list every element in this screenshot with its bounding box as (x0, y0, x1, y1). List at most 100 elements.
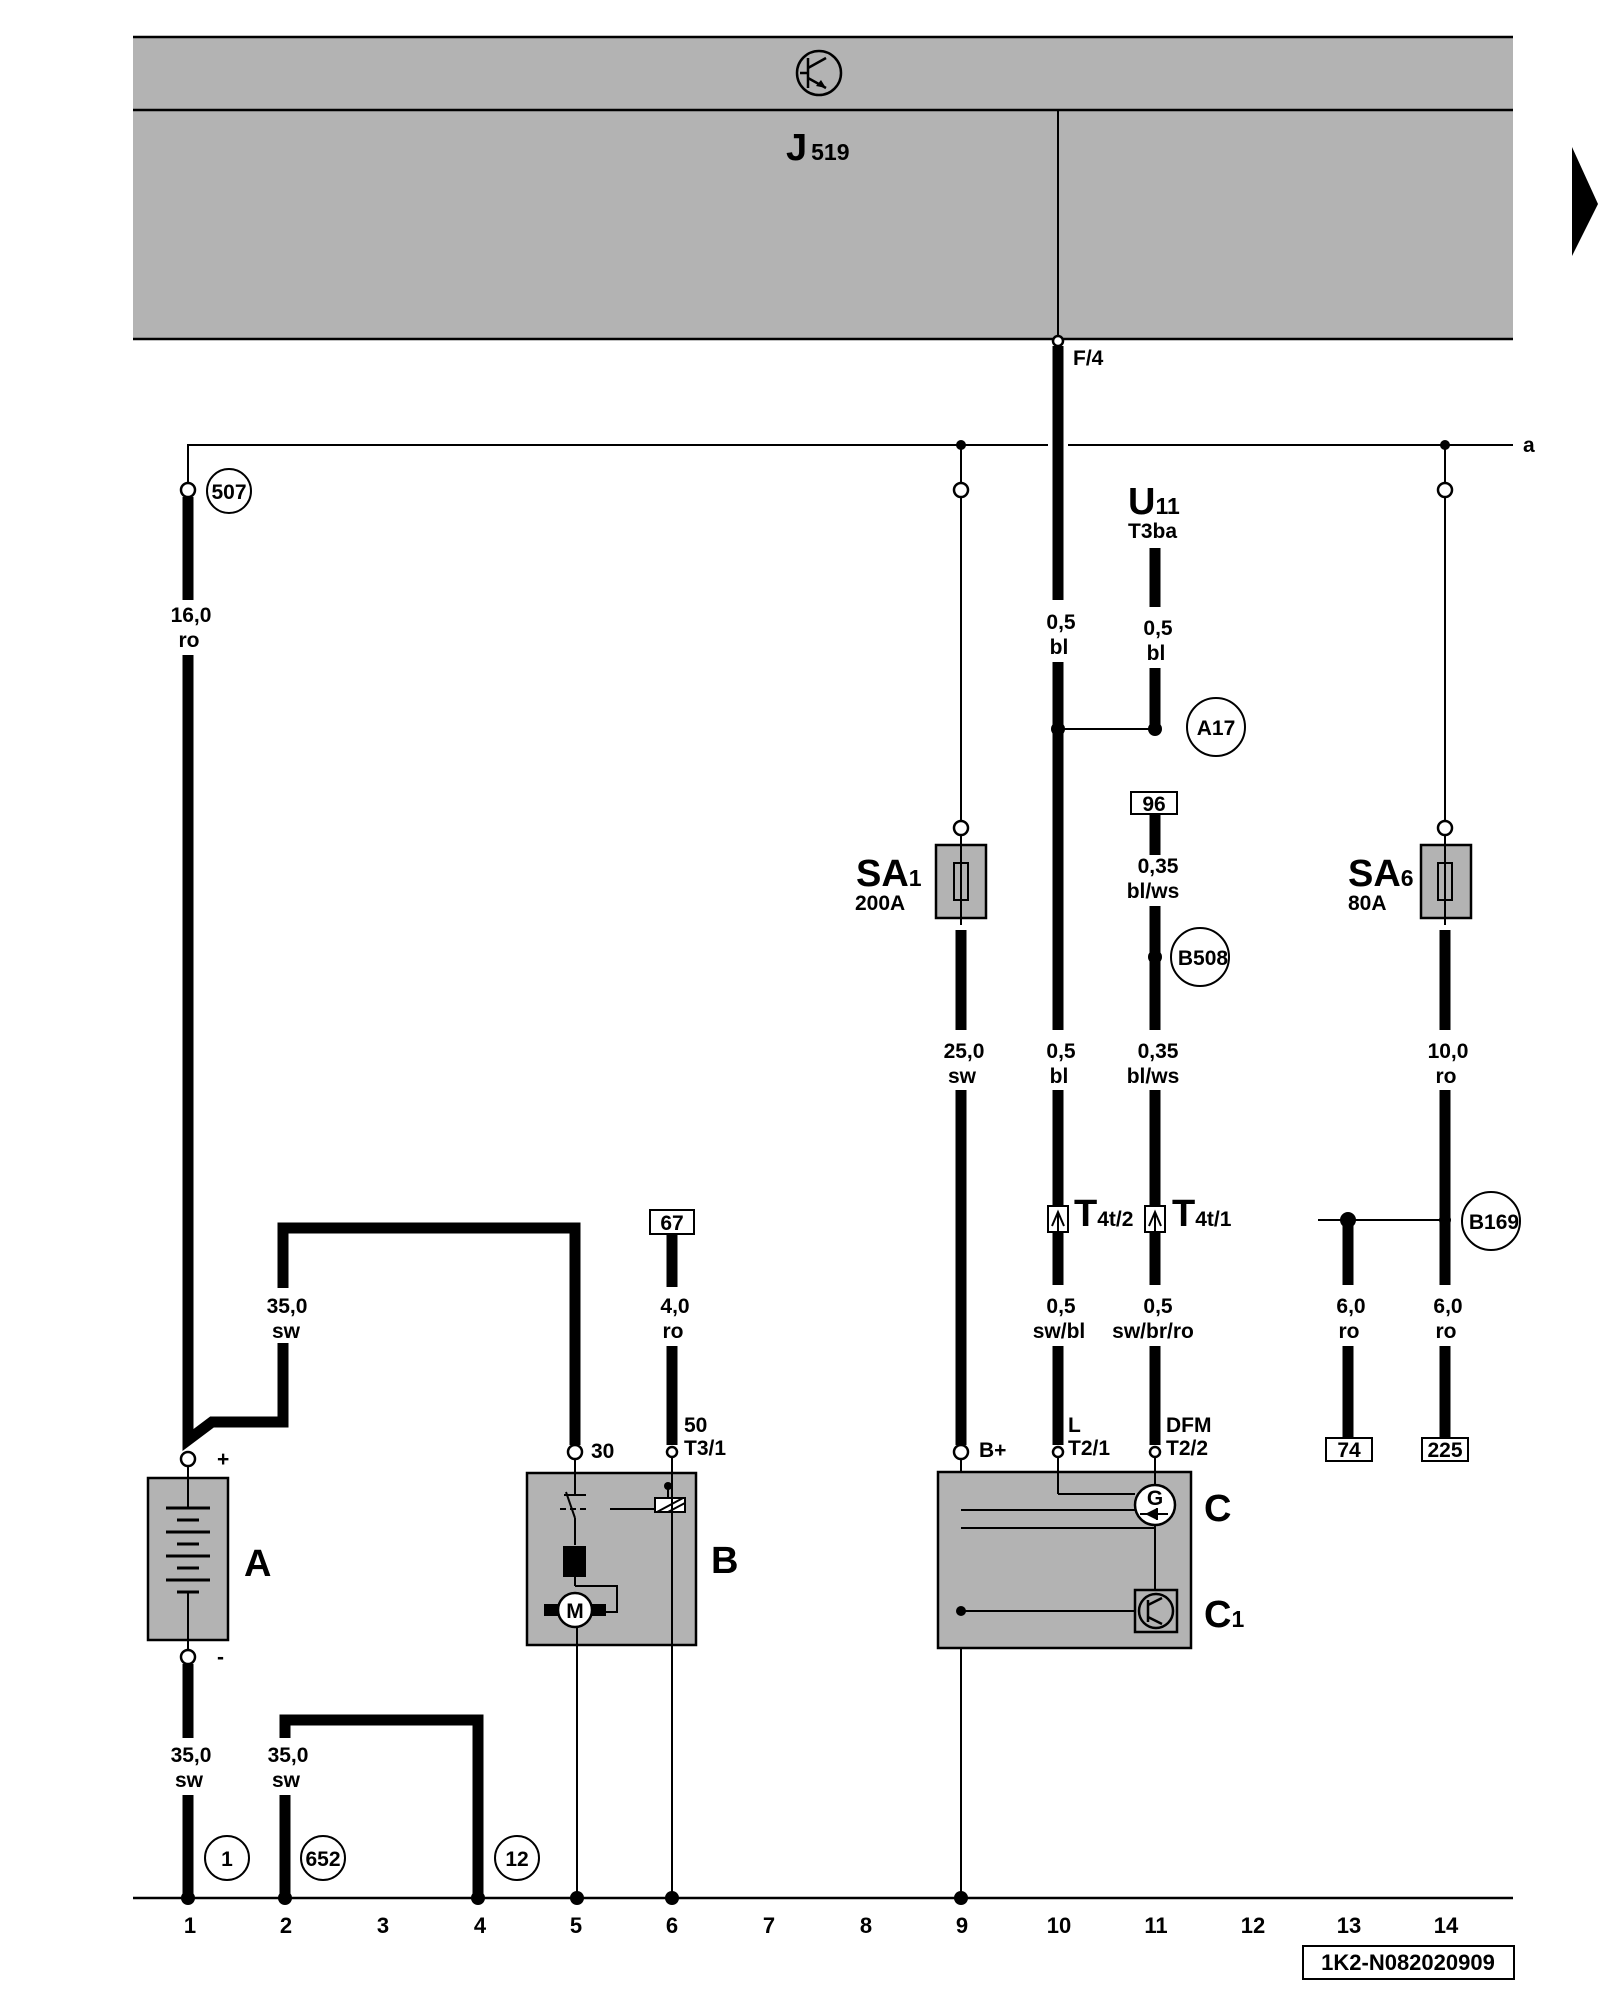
svg-text:5: 5 (570, 1913, 582, 1938)
svg-text:bl: bl (1050, 1065, 1069, 1088)
svg-text:0,35: 0,35 (1138, 855, 1179, 878)
svg-text:sw: sw (272, 1320, 301, 1343)
battery-minus: - (217, 1646, 224, 1669)
svg-text:M: M (566, 1600, 584, 1623)
svg-text:4: 4 (474, 1913, 487, 1938)
svg-text:67: 67 (660, 1212, 683, 1235)
alternator-pin-dfm-connector: T2/2 (1166, 1437, 1208, 1460)
svg-text:G: G (1147, 1487, 1163, 1510)
svg-text:ro: ro (1339, 1320, 1360, 1343)
svg-text:13: 13 (1337, 1913, 1361, 1938)
svg-text:35,0: 35,0 (268, 1744, 309, 1767)
svg-text:6,0: 6,0 (1433, 1295, 1462, 1318)
u11-connector: T3ba (1128, 520, 1177, 543)
svg-text:507: 507 (211, 481, 246, 504)
connection-point-a17 (1186, 697, 1246, 757)
svg-text:bl: bl (1147, 642, 1166, 665)
diagram-id-box (1302, 1945, 1515, 1980)
svg-text:B508: B508 (1178, 947, 1229, 970)
fuse-sa1-label: SA1 (856, 853, 922, 895)
svg-text:sw: sw (948, 1065, 977, 1088)
svg-text:bl/ws: bl/ws (1127, 1065, 1180, 1088)
fuse-sa6-label: SA6 (1348, 853, 1414, 895)
diagram-id: 1K2-N082020909 (1321, 1950, 1495, 1975)
connection-point-b508 (1170, 927, 1230, 987)
continue-arrow-icon (1572, 147, 1598, 256)
svg-text:B169: B169 (1469, 1211, 1519, 1234)
battery-label: A (244, 1543, 271, 1585)
svg-text:74: 74 (1337, 1439, 1361, 1462)
svg-text:8: 8 (860, 1913, 872, 1938)
ref-box-74 (1325, 1437, 1373, 1462)
svg-text:6,0: 6,0 (1336, 1295, 1365, 1318)
svg-text:ro: ro (663, 1320, 684, 1343)
svg-text:12: 12 (1241, 1913, 1265, 1938)
battery-cells-icon (166, 1478, 210, 1640)
svg-text:10,0: 10,0 (1428, 1040, 1469, 1063)
svg-text:bl: bl (1050, 636, 1069, 659)
fuse-sa6-rating: 80A (1348, 892, 1387, 915)
svg-text:10: 10 (1047, 1913, 1071, 1938)
control-unit-pin: F/4 (1073, 347, 1104, 370)
ground-point-652 (300, 1835, 346, 1881)
alternator-internal-icon: G (956, 1457, 1179, 1634)
starter-pin-30: 30 (591, 1440, 614, 1463)
svg-text:4,0: 4,0 (660, 1295, 689, 1318)
alternator-pin-b: B+ (979, 1439, 1006, 1462)
control-unit-box (133, 37, 1513, 339)
svg-text:bl/ws: bl/ws (1127, 880, 1180, 903)
svg-text:0,5: 0,5 (1046, 1040, 1076, 1063)
track-numbers: 1 2 3 4 5 6 7 8 9 10 11 12 13 14 (184, 1913, 1459, 1938)
connection-point-507 (206, 468, 252, 514)
svg-text:sw/bl: sw/bl (1033, 1320, 1086, 1343)
svg-text:225: 225 (1427, 1439, 1462, 1462)
wire-label-size: 16,0 (171, 604, 212, 627)
svg-text:1: 1 (184, 1913, 196, 1938)
alternator-label: C (1204, 1488, 1231, 1530)
svg-text:0,35: 0,35 (1138, 1040, 1179, 1063)
svg-text:9: 9 (956, 1913, 968, 1938)
svg-text:6: 6 (666, 1913, 678, 1938)
ground-point-1 (204, 1835, 250, 1881)
alternator-pin-dfm: DFM (1166, 1414, 1212, 1437)
svg-text:0,5: 0,5 (1143, 1295, 1173, 1318)
svg-text:14: 14 (1434, 1913, 1459, 1938)
connector-t4t1-label: T4t/1 (1172, 1193, 1232, 1235)
svg-text:25,0: 25,0 (944, 1040, 985, 1063)
regulator-label: C1 (1204, 1594, 1244, 1636)
wire-label-color: ro (179, 629, 200, 652)
svg-text:35,0: 35,0 (267, 1295, 308, 1318)
svg-text:12: 12 (505, 1848, 528, 1871)
fuse-sa1-rating: 200A (855, 892, 905, 915)
connector-t4t2-label: T4t/2 (1074, 1193, 1133, 1235)
u11-label: U11 (1128, 481, 1180, 523)
svg-text:ro: ro (1436, 1320, 1457, 1343)
connection-point-b169 (1461, 1191, 1521, 1251)
svg-text:3: 3 (377, 1913, 389, 1938)
svg-text:sw/br/ro: sw/br/ro (1112, 1320, 1194, 1343)
svg-text:2: 2 (280, 1913, 292, 1938)
battery-plus: + (217, 1448, 229, 1471)
svg-text:0,5: 0,5 (1046, 1295, 1076, 1318)
starter-label: B (711, 1540, 738, 1582)
svg-text:sw: sw (272, 1769, 301, 1792)
alternator-pin-l-connector: T2/1 (1068, 1437, 1110, 1460)
svg-text:sw: sw (175, 1769, 204, 1792)
svg-text:35,0: 35,0 (171, 1744, 212, 1767)
ref-box-67 (649, 1209, 695, 1235)
svg-text:1: 1 (221, 1848, 233, 1871)
ground-point-12 (494, 1835, 540, 1881)
starter-internal-icon: M (544, 1459, 686, 1629)
svg-text:11: 11 (1144, 1913, 1167, 1938)
svg-text:652: 652 (305, 1848, 340, 1871)
ref-box-225 (1421, 1437, 1469, 1462)
svg-text:0,5: 0,5 (1046, 611, 1076, 634)
control-unit-symbol-icon (795, 49, 843, 97)
svg-text:ro: ro (1436, 1065, 1457, 1088)
starter-pin-50-connector: T3/1 (684, 1437, 726, 1460)
alternator-pin-l: L (1068, 1414, 1081, 1437)
svg-text:0,5: 0,5 (1143, 617, 1173, 640)
svg-text:A17: A17 (1197, 717, 1236, 740)
